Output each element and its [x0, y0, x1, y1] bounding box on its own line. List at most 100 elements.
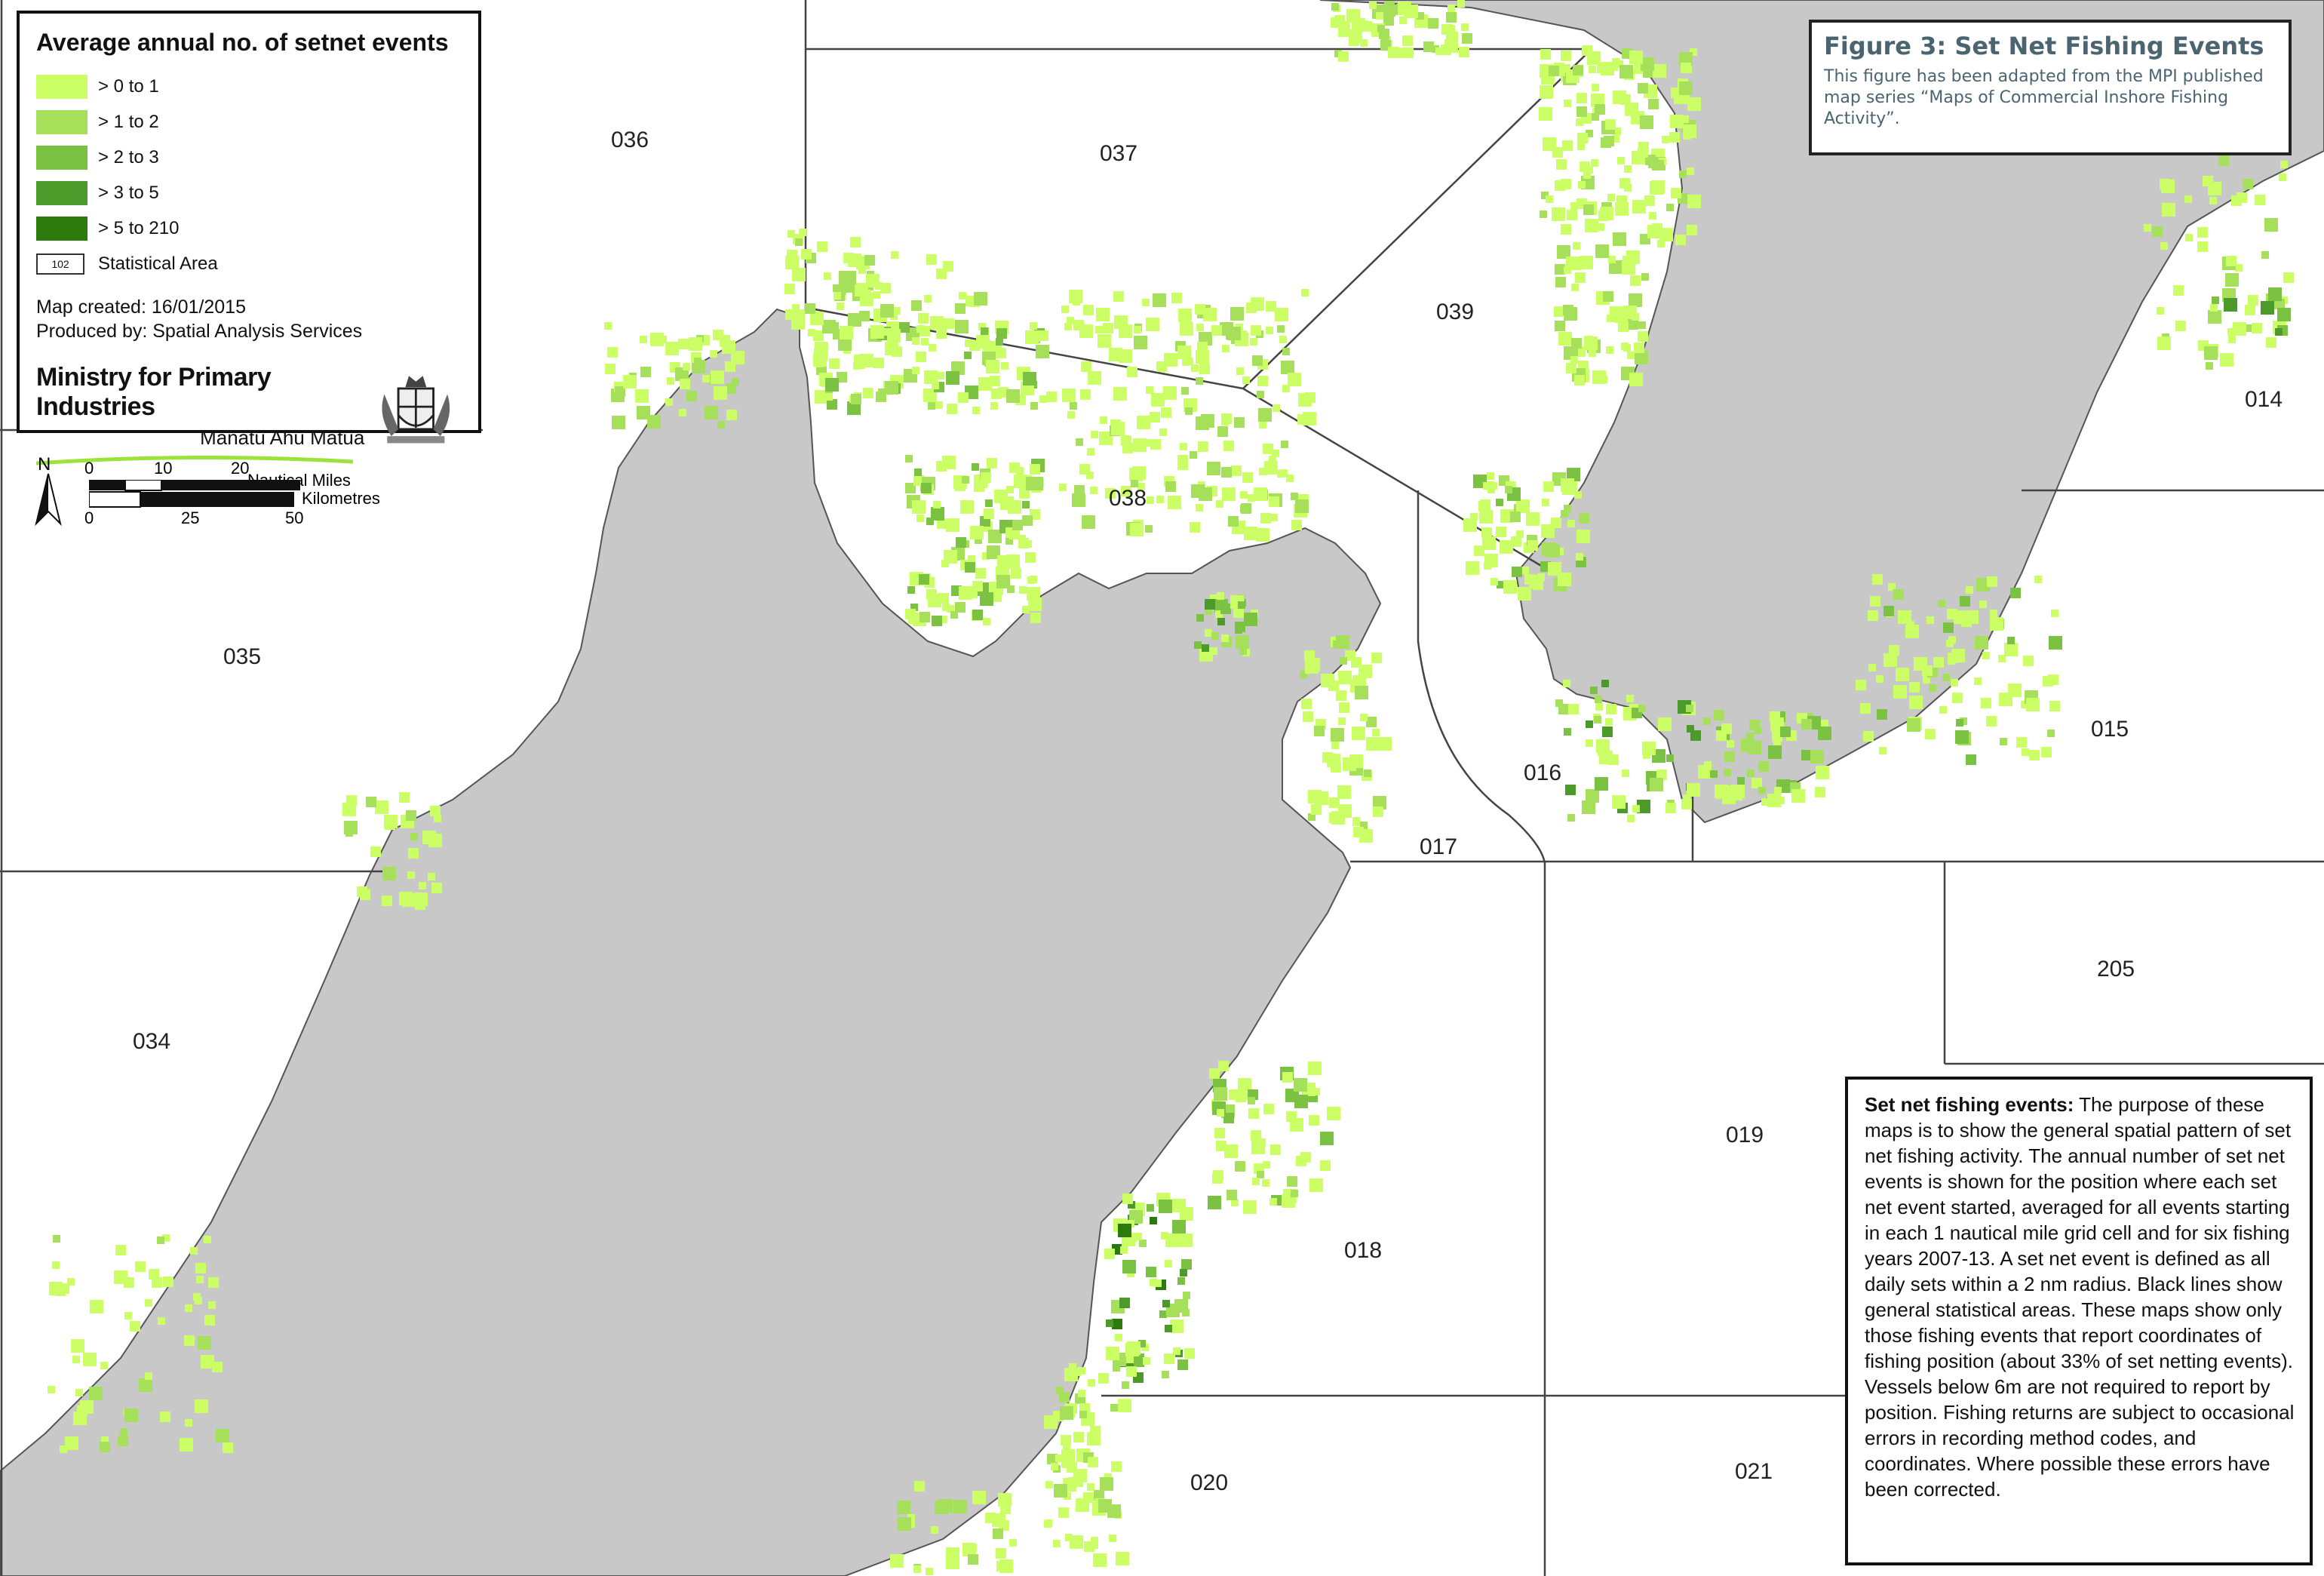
- setnet-cell: [1165, 1325, 1172, 1332]
- setnet-cell: [1314, 726, 1325, 736]
- setnet-cell: [1570, 202, 1578, 210]
- setnet-cell: [1716, 730, 1727, 741]
- setnet-cell: [1270, 1144, 1281, 1155]
- setnet-cell: [1081, 361, 1091, 372]
- setnet-cell: [1511, 536, 1521, 547]
- setnet-cell: [988, 530, 1002, 543]
- setnet-cell: [1242, 1092, 1250, 1100]
- setnet-cell: [1019, 586, 1027, 594]
- setnet-cell: [1025, 552, 1036, 563]
- setnet-cell: [2022, 748, 2029, 756]
- setnet-cell: [665, 398, 673, 406]
- setnet-cell: [711, 370, 724, 384]
- setnet-cell: [1960, 596, 1970, 607]
- setnet-cell: [1309, 1115, 1319, 1126]
- setnet-cell: [926, 1568, 933, 1575]
- setnet-cell: [1343, 757, 1356, 771]
- setnet-cell: [1567, 520, 1575, 527]
- setnet-cell: [955, 303, 966, 314]
- setnet-cell: [1096, 308, 1110, 321]
- setnet-cell: [1601, 137, 1611, 148]
- scale-km-tick: 50: [285, 508, 304, 527]
- setnet-cell: [1423, 41, 1434, 52]
- setnet-cell: [1466, 561, 1479, 575]
- setnet-cell: [1863, 731, 1874, 742]
- setnet-cell: [1540, 210, 1547, 218]
- setnet-cell: [1990, 610, 1997, 617]
- area-label-018: 018: [1344, 1238, 1382, 1263]
- legend-stat-area-row: 102 Statistical Area: [36, 246, 462, 281]
- setnet-cell: [135, 1261, 146, 1272]
- setnet-cell: [1599, 751, 1613, 764]
- setnet-cell: [1172, 1220, 1186, 1233]
- setnet-cell: [1926, 616, 1934, 624]
- area-label-021: 021: [1735, 1459, 1773, 1484]
- setnet-cell: [1259, 468, 1266, 475]
- setnet-cell: [640, 336, 647, 343]
- setnet-cell: [1258, 408, 1272, 422]
- setnet-cell: [1211, 325, 1222, 336]
- setnet-cell: [1366, 717, 1377, 727]
- setnet-cell: [1571, 338, 1582, 349]
- setnet-cell: [717, 421, 725, 429]
- setnet-cell: [1360, 39, 1368, 47]
- setnet-cell: [1047, 1454, 1058, 1464]
- setnet-cell: [974, 292, 987, 306]
- setnet-cell: [686, 391, 697, 401]
- setnet-cell: [1161, 1232, 1168, 1240]
- setnet-cell: [1106, 1347, 1119, 1360]
- setnet-cell: [787, 250, 797, 260]
- setnet-cell: [2004, 643, 2018, 656]
- setnet-cell: [1272, 450, 1279, 457]
- setnet-cell: [1082, 464, 1089, 472]
- setnet-cell: [1164, 353, 1177, 367]
- setnet-cell: [678, 339, 689, 349]
- setnet-cell: [1360, 714, 1368, 721]
- setnet-cell: [1687, 167, 1694, 175]
- setnet-cell: [1238, 1078, 1251, 1092]
- setnet-cell: [702, 375, 710, 382]
- setnet-cell: [1627, 352, 1635, 359]
- legend-class-row: > 1 to 2: [36, 104, 462, 140]
- setnet-cell: [2208, 310, 2221, 324]
- setnet-cell: [1110, 1404, 1118, 1412]
- setnet-cell: [829, 358, 840, 369]
- setnet-cell: [996, 1548, 1006, 1559]
- setnet-cell: [1121, 486, 1131, 496]
- setnet-cell: [2277, 308, 2291, 321]
- setnet-cell: [838, 337, 852, 351]
- legend-swatch: [36, 74, 87, 99]
- setnet-cell: [1180, 443, 1187, 450]
- setnet-cell: [1990, 617, 2003, 631]
- setnet-cell: [873, 291, 880, 299]
- setnet-cell: [996, 328, 1007, 339]
- setnet-cell: [1634, 343, 1644, 353]
- setnet-cell: [1679, 81, 1693, 95]
- setnet-cell: [1684, 132, 1691, 140]
- setnet-cell: [962, 1543, 976, 1556]
- setnet-cell: [999, 1520, 1009, 1531]
- setnet-cell: [1156, 361, 1167, 372]
- setnet-cell: [898, 1517, 911, 1531]
- setnet-cell: [1171, 293, 1182, 303]
- setnet-cell: [1580, 256, 1593, 269]
- setnet-cell: [1098, 334, 1111, 348]
- setnet-cell: [1557, 245, 1570, 259]
- setnet-cell: [848, 313, 861, 327]
- legend-title: Average annual no. of setnet events: [36, 29, 449, 56]
- setnet-cell: [1025, 330, 1039, 344]
- setnet-cell: [1308, 813, 1316, 821]
- setnet-cell: [1186, 358, 1193, 365]
- setnet-cell: [931, 507, 944, 521]
- setnet-cell: [1555, 180, 1565, 191]
- setnet-cell: [1574, 375, 1585, 386]
- setnet-cell: [1579, 513, 1589, 524]
- setnet-cell: [1540, 85, 1553, 99]
- setnet-cell: [67, 1278, 75, 1286]
- setnet-cell: [791, 311, 805, 324]
- setnet-cell: [216, 1429, 229, 1442]
- setnet-cell: [1635, 351, 1648, 364]
- setnet-cell: [1622, 770, 1629, 777]
- setnet-cell: [1605, 718, 1613, 726]
